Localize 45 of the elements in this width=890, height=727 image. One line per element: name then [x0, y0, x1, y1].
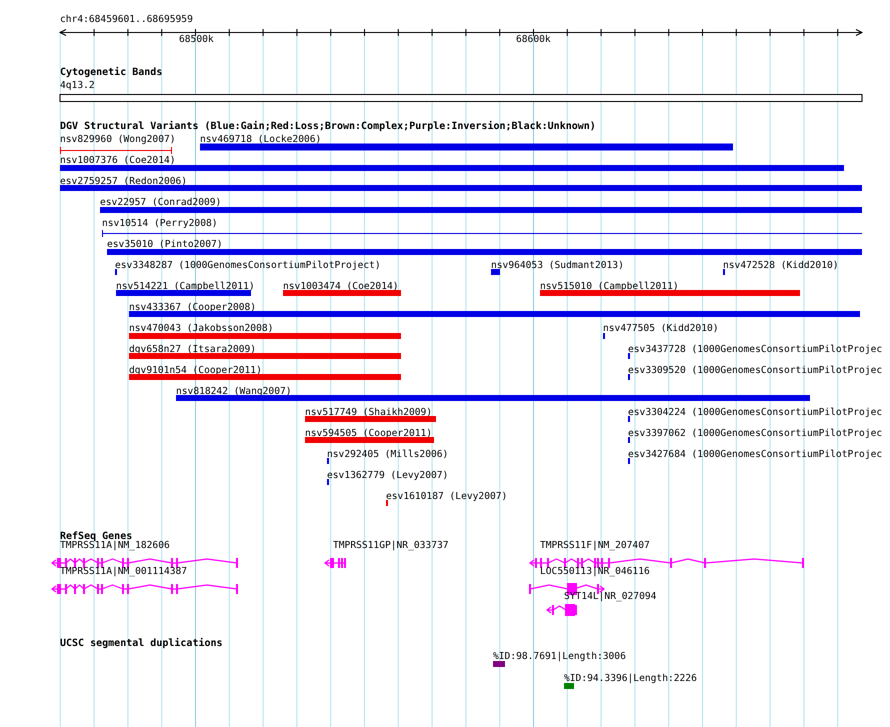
variant-label: esv3348287 (1000GenomesConsortiumPilotProject)	[115, 260, 381, 272]
variant-label: dgv9101n54 (Cooper2011)	[129, 365, 262, 377]
variant-label: nsv517749 (Shaikh2009)	[305, 407, 432, 419]
variant-label: nsv472528 (Kidd2010)	[723, 260, 839, 272]
variant-label: nsv1007376 (Coe2014)	[60, 155, 176, 167]
variant-label: esv1362779 (Levy2007)	[327, 470, 448, 482]
variant-label: esv22957 (Conrad2009)	[100, 197, 222, 209]
gene-label: TMPRSS11A|NM_001114387	[60, 566, 188, 578]
variant-label: nsv514221 (Campbell2011)	[116, 281, 255, 293]
track-heading: RefSeq Genes	[60, 531, 132, 542]
variant-label: nsv10514 (Perry2008)	[102, 218, 218, 230]
variant-label: nsv829960 (Wong2007)	[60, 134, 176, 146]
variant-label: nsv1003474 (Coe2014)	[283, 281, 399, 293]
variant-label: nsv594505 (Cooper2011)	[305, 428, 432, 440]
band-label: 4q13.2	[60, 80, 95, 92]
variant-label: esv35010 (Pinto2007)	[107, 239, 223, 251]
gene-label: SYT14L|NR_027094	[564, 591, 656, 603]
gene-label: TMPRSS11A|NM_182606	[60, 540, 170, 552]
duplication-label: %ID:94.3396|Length:2226	[564, 673, 697, 685]
variant-label: esv3437728 (1000GenomesConsortiumPilotProjec	[628, 344, 882, 356]
track-heading: Cytogenetic Bands	[60, 67, 162, 79]
tick-label: 68500k	[179, 34, 214, 46]
tick-label: 68600k	[516, 34, 551, 46]
track-heading: DGV Structural Variants (Blue:Gain;Red:Loss;Brown:Complex;Purple:Inversion;Black:Unknown)	[60, 121, 596, 133]
variant-label: esv3304224 (1000GenomesConsortiumPilotProjec	[628, 407, 882, 419]
locus-title: chr4:68459601..68695959	[60, 14, 193, 26]
variant-label: esv3397062 (1000GenomesConsortiumPilotProjec	[628, 428, 882, 440]
gene-label: TMPRSS11GP|NR_033737	[333, 540, 449, 552]
gene-label: TMPRSS11F|NM_207407	[540, 540, 650, 552]
variant-label: nsv964053 (Sudmant2013)	[491, 260, 624, 272]
gene-label: LOC550113|NR_046116	[540, 566, 650, 578]
variant-label: nsv433367 (Cooper2008)	[129, 302, 256, 314]
variant-label: nsv477505 (Kidd2010)	[603, 323, 719, 335]
variant-label: nsv818242 (Wang2007)	[176, 386, 292, 398]
variant-label: esv3309520 (1000GenomesConsortiumPilotProjec	[628, 365, 882, 377]
track-heading: UCSC segmental duplications	[60, 638, 223, 650]
variant-label: nsv292405 (Mills2006)	[327, 449, 448, 461]
variant-label: nsv470043 (Jakobsson2008)	[129, 323, 274, 335]
variant-label: dgv658n27 (Itsara2009)	[129, 344, 256, 356]
variant-label: nsv515010 (Campbell2011)	[540, 281, 679, 293]
variant-label: esv1610187 (Levy2007)	[386, 491, 508, 503]
duplication-label: %ID:98.7691|Length:3006	[493, 651, 626, 663]
variant-label: esv3427684 (1000GenomesConsortiumPilotProjec	[628, 449, 882, 461]
variant-label: esv2759257 (Redon2006)	[60, 176, 188, 188]
variant-label: nsv469718 (Locke2006)	[200, 134, 322, 146]
